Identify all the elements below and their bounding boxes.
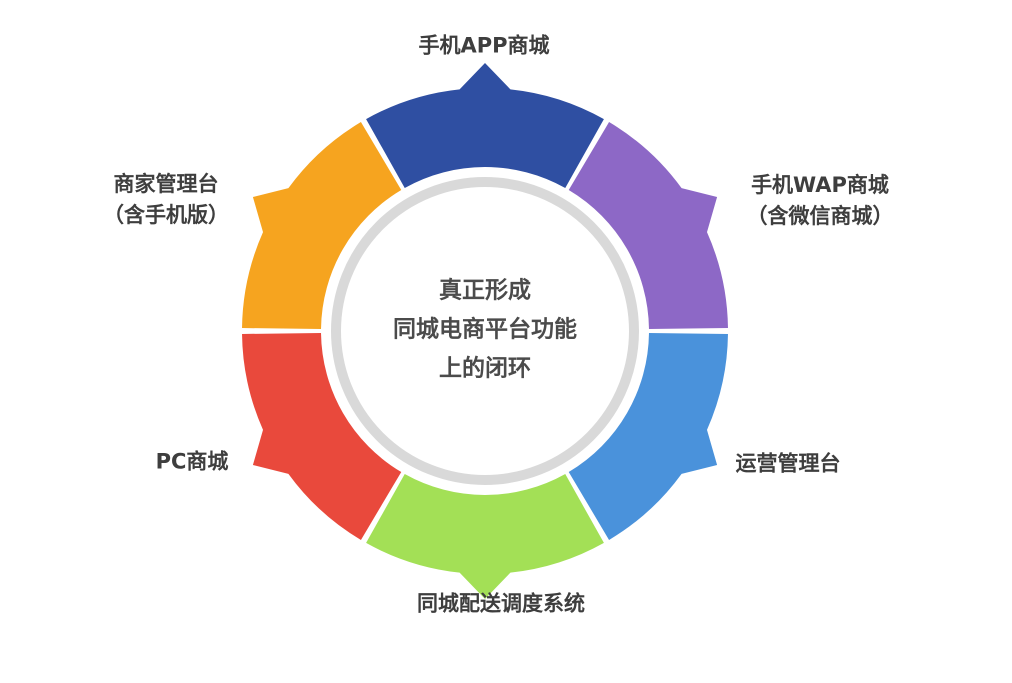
center-text: 真正形成 同城电商平台功能 上的闭环 (393, 272, 577, 389)
label-merchant-console-line1: 商家管理台 (113, 172, 219, 196)
label-mobile-app-mall: 手机APP商城 (418, 31, 549, 62)
ring-segment-pc-mall (242, 333, 402, 540)
label-mobile-wap-mall-line2: （含微信商城） (746, 204, 894, 228)
ring-segment-mobile-wap-mall (568, 122, 728, 329)
label-merchant-console: 商家管理台 （含手机版） (103, 169, 229, 231)
label-city-delivery-dispatch: 同城配送调度系统 (417, 589, 585, 620)
ring-segment-operations-console (568, 333, 728, 540)
ring-segment-mobile-app-mall (366, 63, 604, 188)
label-mobile-wap-mall-line1: 手机WAP商城 (751, 173, 889, 197)
center-text-line1: 真正形成 (439, 277, 531, 304)
label-pc-mall-text: PC商城 (155, 449, 229, 474)
center-text-line3: 上的闭环 (439, 355, 531, 382)
label-city-delivery-dispatch-text: 同城配送调度系统 (417, 591, 585, 616)
ring-segment-city-delivery-dispatch (366, 474, 604, 599)
label-pc-mall: PC商城 (156, 447, 229, 478)
label-mobile-app-mall-text: 手机APP商城 (418, 33, 550, 58)
label-merchant-console-line2: （含手机版） (103, 203, 229, 227)
label-mobile-wap-mall: 手机WAP商城 （含微信商城） (747, 170, 894, 232)
center-text-line2: 同城电商平台功能 (393, 316, 577, 343)
label-operations-console: 运营管理台 (736, 449, 841, 480)
ring-segment-merchant-console (242, 122, 402, 329)
label-operations-console-text: 运营管理台 (735, 451, 841, 476)
inner-gray-ring (331, 177, 639, 485)
